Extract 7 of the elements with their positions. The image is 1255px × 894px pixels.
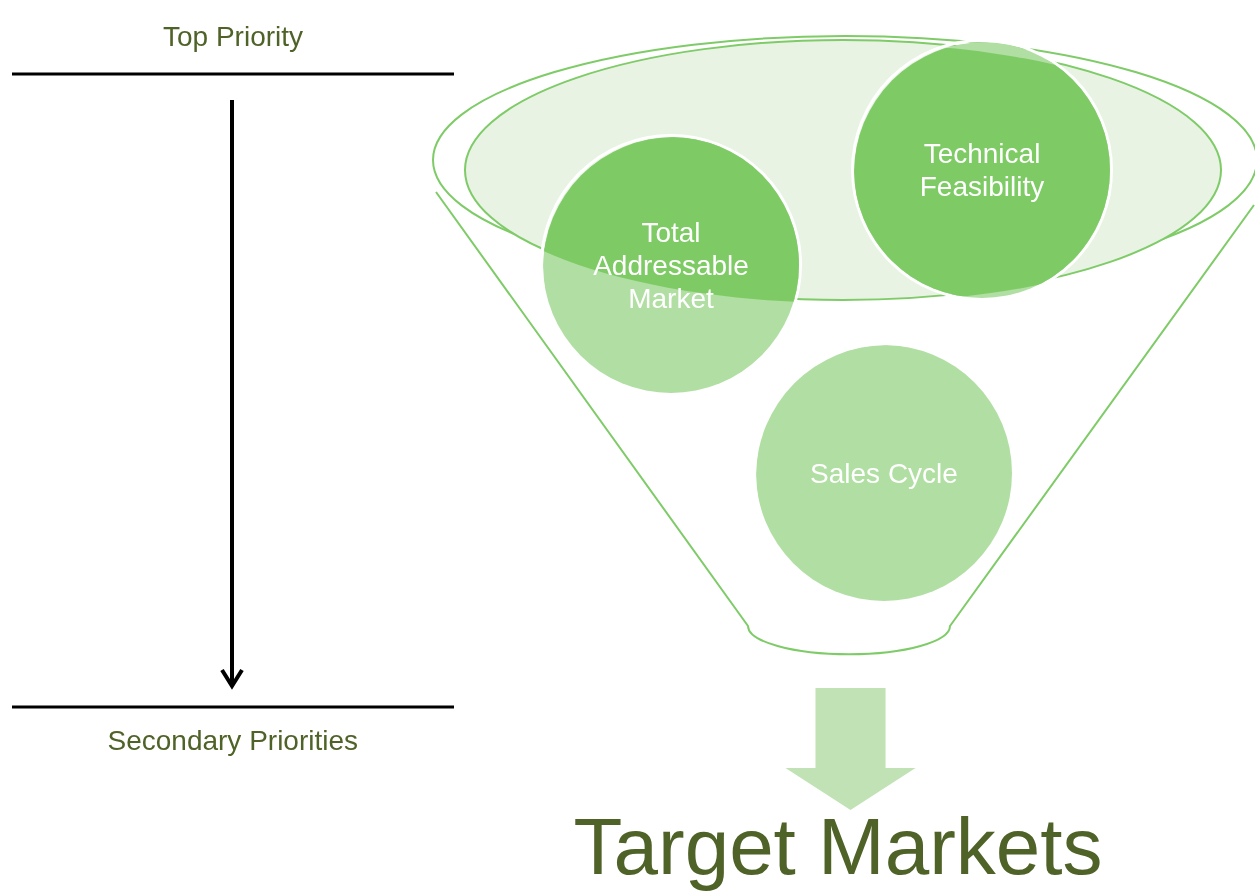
priority-label: Top Priority [163, 21, 304, 53]
criteria-circle: Total Addressable Market [540, 134, 802, 396]
result-title: Target Markets [573, 802, 1103, 892]
block-arrow [785, 688, 916, 810]
criteria-circle: Technical Feasibility [851, 39, 1113, 301]
criteria-circle: Sales Cycle [753, 342, 1015, 604]
priority-label: Secondary Priorities [107, 725, 359, 757]
